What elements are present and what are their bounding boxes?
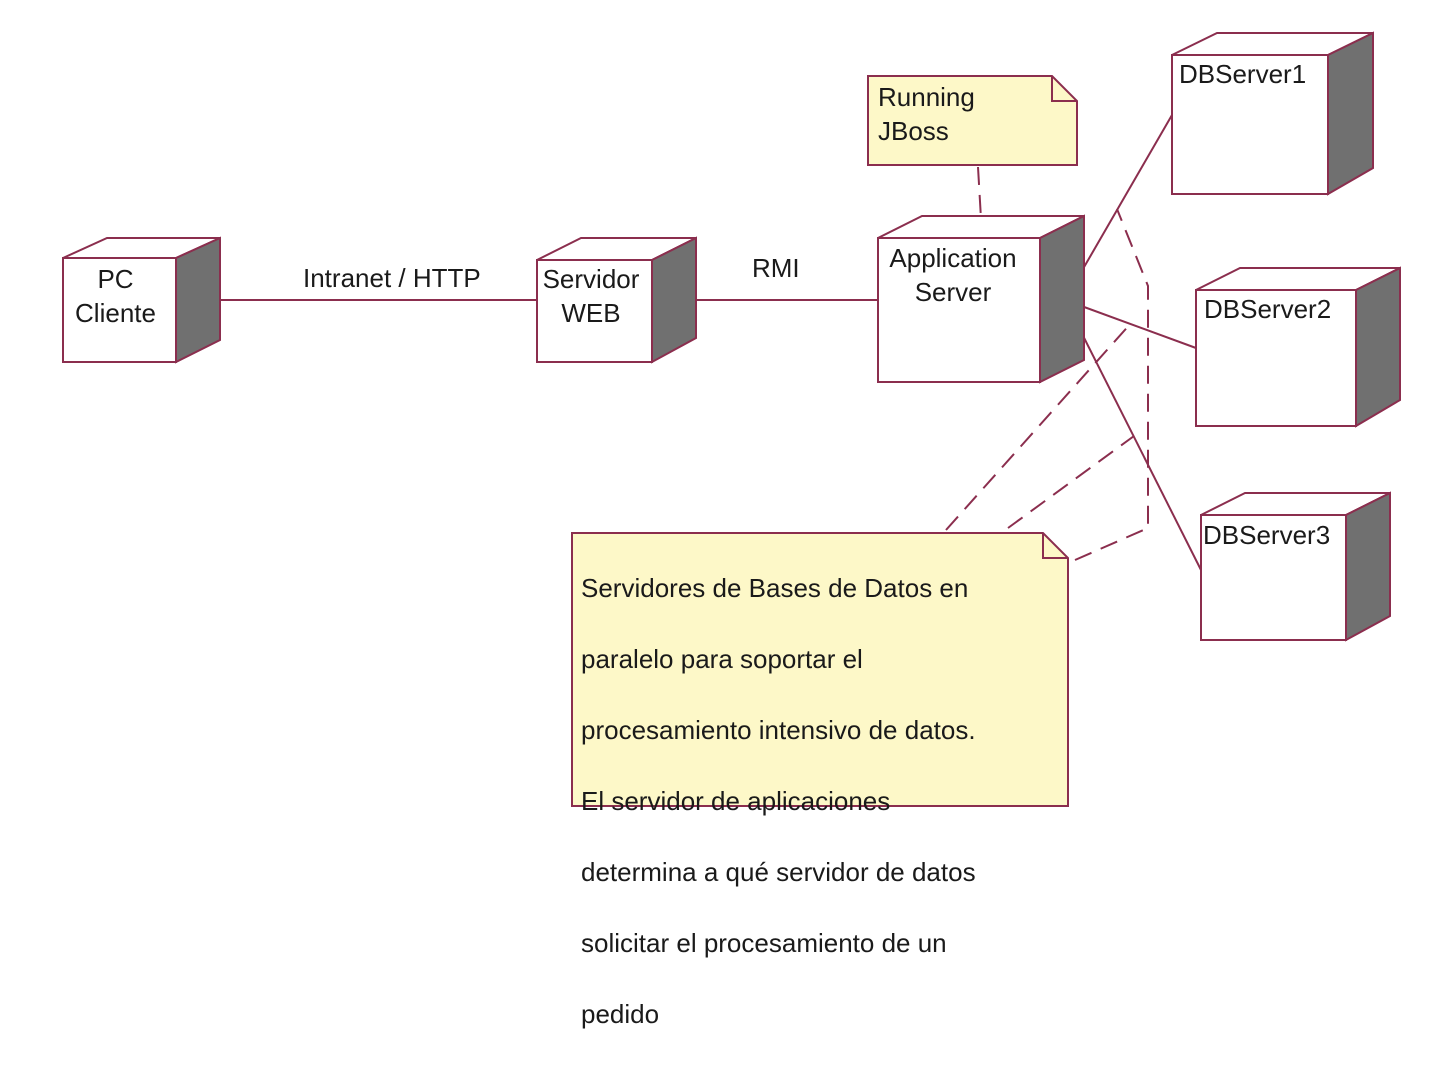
note-jboss[interactable]	[867, 75, 1078, 166]
anchor-db-note-to-dbserver1-link	[945, 321, 1133, 531]
node-pc-cliente-line-1: PC	[97, 264, 134, 294]
node-application-server-line-2: Server	[914, 277, 992, 307]
note-db-parallel-text: Servidores de Bases de Datos en paralelo…	[581, 535, 976, 1068]
link-rmi-label: RMI	[752, 253, 800, 283]
note-jboss-text: Running JBoss	[878, 80, 975, 148]
node-application-server-label: Application Server	[878, 241, 1028, 309]
note-db-parallel-line-6: solicitar el procesamiento de un	[581, 927, 947, 958]
note-jboss-line-2: JBoss	[878, 116, 949, 146]
node-dbserver1[interactable]	[1171, 31, 1374, 196]
link-appserver-dbserver3[interactable]	[1064, 299, 1202, 571]
node-application-server-line-1: Application	[889, 243, 1017, 273]
node-dbserver3-label: DBServer3	[1203, 520, 1331, 550]
note-db-parallel-line-5: determina a qué servidor de datos	[581, 856, 976, 887]
node-dbserver3[interactable]	[1200, 491, 1391, 642]
anchor-db-note-to-dbserver3-link	[1007, 435, 1135, 529]
node-servidor-web[interactable]	[536, 236, 697, 364]
node-servidor-web-label: Servidor WEB	[536, 262, 646, 330]
node-application-server[interactable]	[877, 214, 1085, 384]
node-servidor-web-line-2: WEB	[561, 298, 621, 328]
link-appserver-dbserver2[interactable]	[1064, 299, 1197, 349]
note-db-parallel-line-3: procesamiento intensivo de datos.	[581, 714, 976, 745]
node-servidor-web-line-1: Servidor	[542, 264, 640, 294]
node-dbserver2-label: DBServer2	[1204, 294, 1332, 324]
note-db-parallel-line-1: Servidores de Bases de Datos en	[581, 572, 969, 603]
node-pc-cliente-line-2: Cliente	[75, 298, 156, 328]
note-db-parallel-line-7: pedido	[581, 998, 660, 1029]
note-jboss-line-1: Running	[878, 82, 975, 112]
note-db-parallel[interactable]	[571, 532, 1069, 807]
note-db-parallel-line-4: El servidor de aplicaciones	[581, 785, 891, 816]
link-intranet-http-label: Intranet / HTTP	[303, 263, 481, 293]
node-dbserver1-label: DBServer1	[1179, 59, 1307, 89]
deployment-diagram	[62, 31, 1401, 807]
node-pc-cliente[interactable]	[62, 236, 221, 364]
anchor-db-note-to-dbserver2-link	[1074, 208, 1149, 561]
node-dbserver2[interactable]	[1195, 266, 1401, 428]
node-pc-cliente-label: PC Cliente	[63, 262, 168, 330]
note-db-parallel-line-2: paralelo para soportar el	[581, 643, 863, 674]
